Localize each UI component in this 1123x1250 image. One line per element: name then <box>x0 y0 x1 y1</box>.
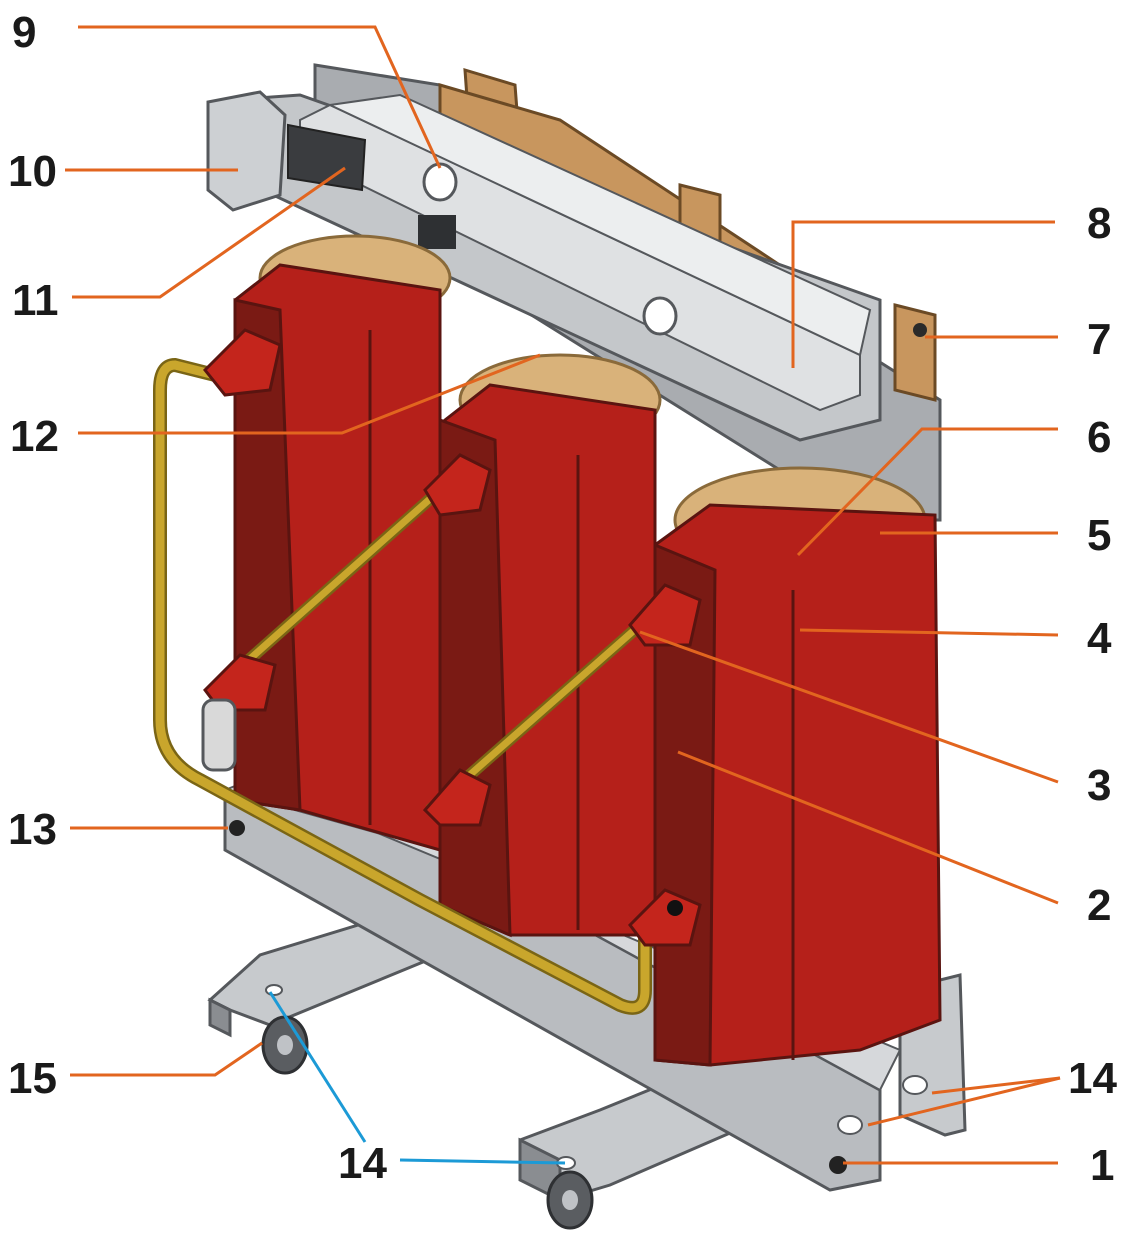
leader-4 <box>799 628 1059 637</box>
leader-14-right-b <box>867 1076 1061 1127</box>
leader-2 <box>677 750 1059 905</box>
label-15: 15 <box>8 1054 57 1103</box>
leader-15 <box>70 1041 263 1077</box>
leader-14-right <box>931 1076 1061 1095</box>
leader-lines <box>65 25 1061 1165</box>
label-11: 11 <box>12 276 59 325</box>
wheel-icon <box>261 1015 594 1230</box>
callout-labels: 9 10 11 12 13 15 14 8 7 6 5 4 3 2 14 1 <box>8 8 1117 1190</box>
leader-6 <box>796 427 1058 557</box>
coil-left <box>233 234 452 852</box>
label-8: 8 <box>1087 199 1111 248</box>
label-4: 4 <box>1087 614 1112 663</box>
label-5: 5 <box>1087 511 1111 560</box>
label-3: 3 <box>1087 761 1111 810</box>
leader-11 <box>72 166 346 299</box>
insulators <box>201 328 702 947</box>
leader-12 <box>78 353 541 435</box>
label-2: 2 <box>1087 881 1111 930</box>
label-1: 1 <box>1090 1141 1114 1190</box>
top-frame <box>206 63 942 522</box>
leader-14-blue-a <box>268 991 367 1143</box>
label-12: 12 <box>10 412 59 461</box>
leader-3 <box>639 630 1059 784</box>
leader-8 <box>791 220 1055 368</box>
label-6: 6 <box>1087 413 1111 462</box>
label-7: 7 <box>1087 315 1111 364</box>
label-9: 9 <box>12 8 36 57</box>
label-10: 10 <box>8 147 57 196</box>
label-14-right: 14 <box>1068 1054 1117 1103</box>
coil-right <box>653 466 942 1067</box>
leader-14-blue-b <box>399 1158 566 1165</box>
label-13: 13 <box>8 805 57 854</box>
label-14-bottom: 14 <box>338 1139 387 1188</box>
leader-9 <box>78 25 442 169</box>
